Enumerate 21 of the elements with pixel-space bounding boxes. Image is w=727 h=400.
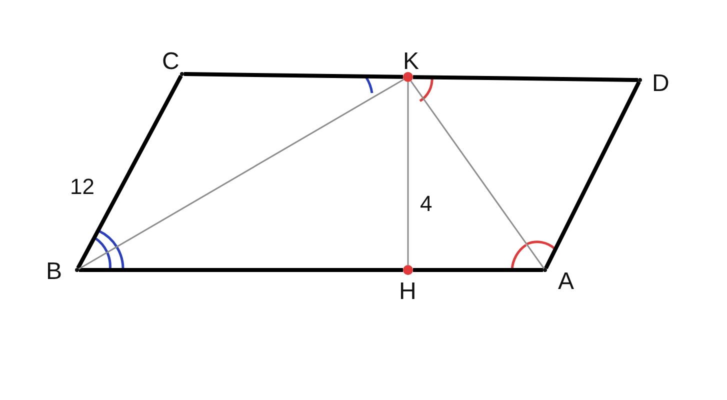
- point-dot: [403, 72, 413, 82]
- line-segment: [544, 80, 641, 270]
- line-segment: [78, 78, 404, 270]
- vertex-label: H: [399, 280, 416, 304]
- line-segment: [413, 268, 543, 272]
- line-segment: [407, 82, 409, 265]
- line-segment: [410, 80, 544, 269]
- vertex-label: D: [652, 72, 670, 96]
- line-segment: [412, 75, 638, 82]
- line-segment: [79, 268, 403, 272]
- vertex-point: [75, 268, 79, 272]
- vertex-label: K: [403, 50, 420, 74]
- vertex-label: A: [558, 270, 574, 294]
- line-segment: [76, 74, 183, 270]
- vertex-point: [180, 72, 184, 76]
- vertex-point: [543, 268, 547, 272]
- point-dot: [403, 265, 413, 275]
- vertex-label: B: [46, 260, 62, 284]
- vertex-label: C: [162, 50, 180, 74]
- vertex-point: [638, 78, 642, 82]
- line-segment: [184, 72, 404, 79]
